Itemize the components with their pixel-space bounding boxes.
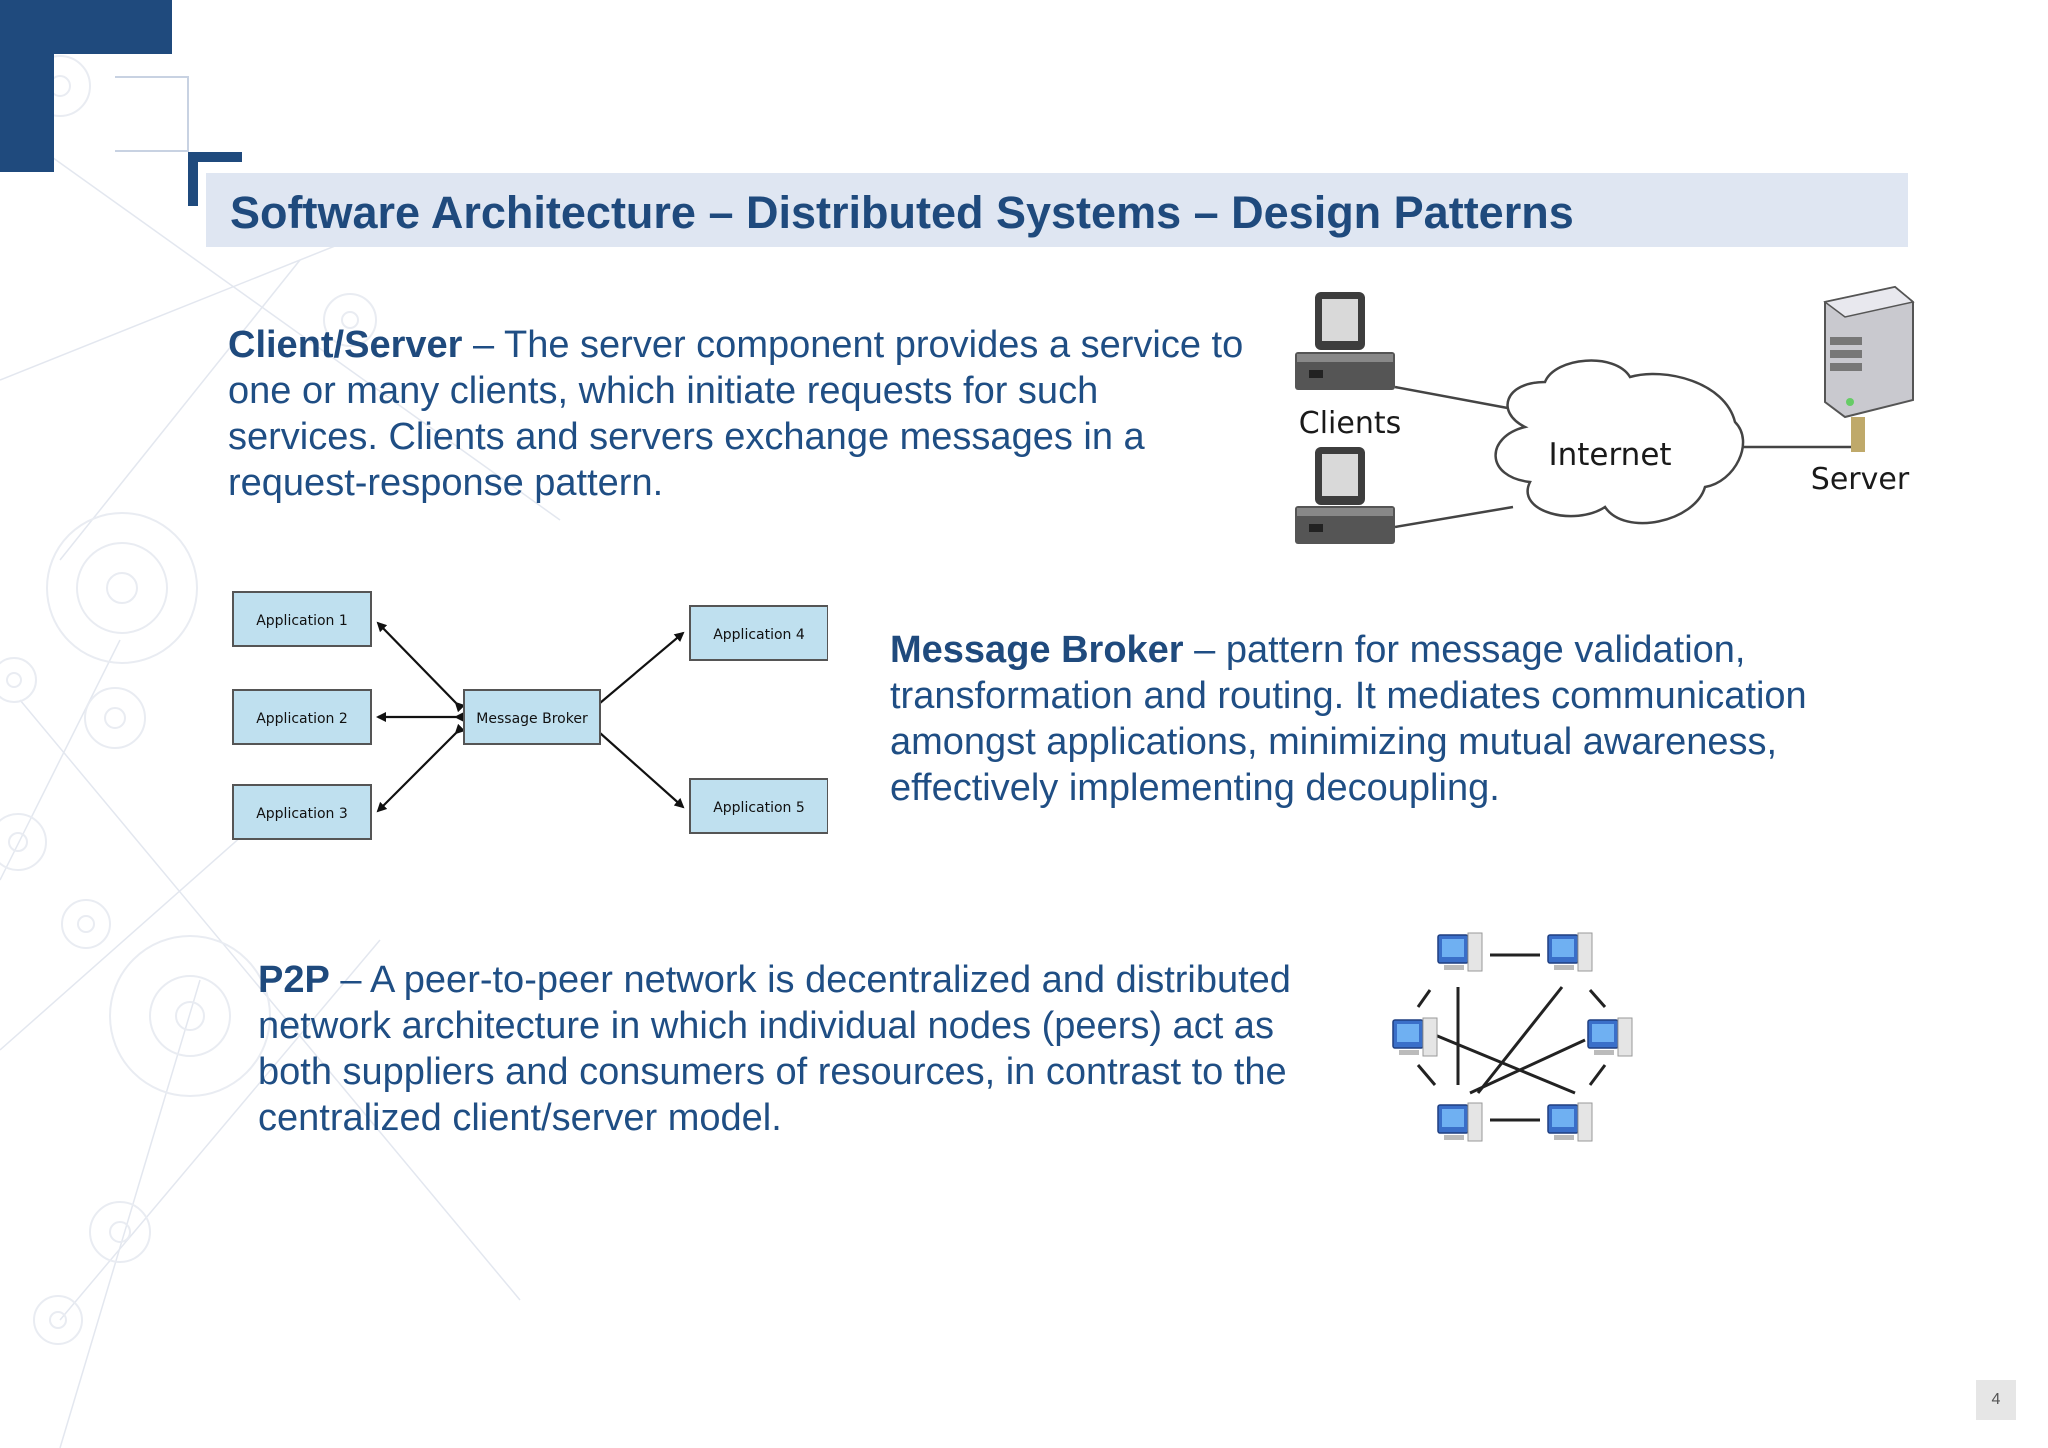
peer-computer-icon xyxy=(1547,1102,1593,1142)
app-label: Application 1 xyxy=(256,613,348,629)
server-icon xyxy=(1823,285,1915,452)
title-corner-bracket xyxy=(188,152,242,206)
corner-outline-ornament xyxy=(115,76,189,152)
internet-cloud-icon xyxy=(1494,359,1745,525)
client-server-diagram: Clients Internet Server xyxy=(1295,285,1915,544)
peer-computer-icon xyxy=(1547,932,1593,972)
title-bar xyxy=(206,173,1908,247)
message-broker-description: – pattern for message validation, transf… xyxy=(890,629,1807,809)
app-box-2: Application 2 xyxy=(232,689,372,745)
app-box-3: Application 3 xyxy=(232,784,372,840)
client-server-term: Client/Server xyxy=(228,324,463,366)
app-box-4: Application 4 xyxy=(689,605,828,661)
app-label: Application 2 xyxy=(256,711,348,727)
peer-computer-icon xyxy=(1587,1017,1633,1057)
client-computer-icon xyxy=(1295,447,1395,544)
app-box-1: Application 1 xyxy=(232,591,372,647)
peer-computer-icon xyxy=(1437,932,1483,972)
client-computer-icon xyxy=(1295,292,1395,390)
corner-ornament-vertical xyxy=(0,0,54,172)
server-label: Server xyxy=(1811,462,1910,497)
peer-computer-icon xyxy=(1437,1102,1483,1142)
message-broker-paragraph: Message Broker – pattern for message val… xyxy=(890,627,1890,811)
p2p-term: P2P xyxy=(258,959,330,1001)
broker-label: Message Broker xyxy=(476,711,588,727)
app-label: Application 4 xyxy=(713,627,805,643)
corner-outline-ornament-top xyxy=(115,76,187,152)
p2p-paragraph: P2P – A peer-to-peer network is decentra… xyxy=(258,957,1298,1141)
clients-label: Clients xyxy=(1299,406,1401,441)
p2p-description: – A peer-to-peer network is decentralize… xyxy=(258,959,1291,1139)
app-box-5: Application 5 xyxy=(689,778,828,834)
client-server-description: – The server component provides a servic… xyxy=(228,324,1244,504)
internet-label: Internet xyxy=(1548,437,1671,473)
message-broker-diagram: Application 1 Application 2 Application … xyxy=(232,591,828,840)
slide-title: Software Architecture – Distributed Syst… xyxy=(230,187,1574,238)
p2p-network-diagram xyxy=(1392,932,1633,1142)
app-label: Application 3 xyxy=(256,806,348,822)
message-broker-term: Message Broker xyxy=(890,629,1184,671)
message-broker-box: Message Broker xyxy=(463,689,601,745)
page-number: 4 xyxy=(1976,1380,2016,1420)
app-label: Application 5 xyxy=(713,800,805,816)
peer-computer-icon xyxy=(1392,1017,1438,1057)
client-server-paragraph: Client/Server – The server component pro… xyxy=(228,322,1258,506)
